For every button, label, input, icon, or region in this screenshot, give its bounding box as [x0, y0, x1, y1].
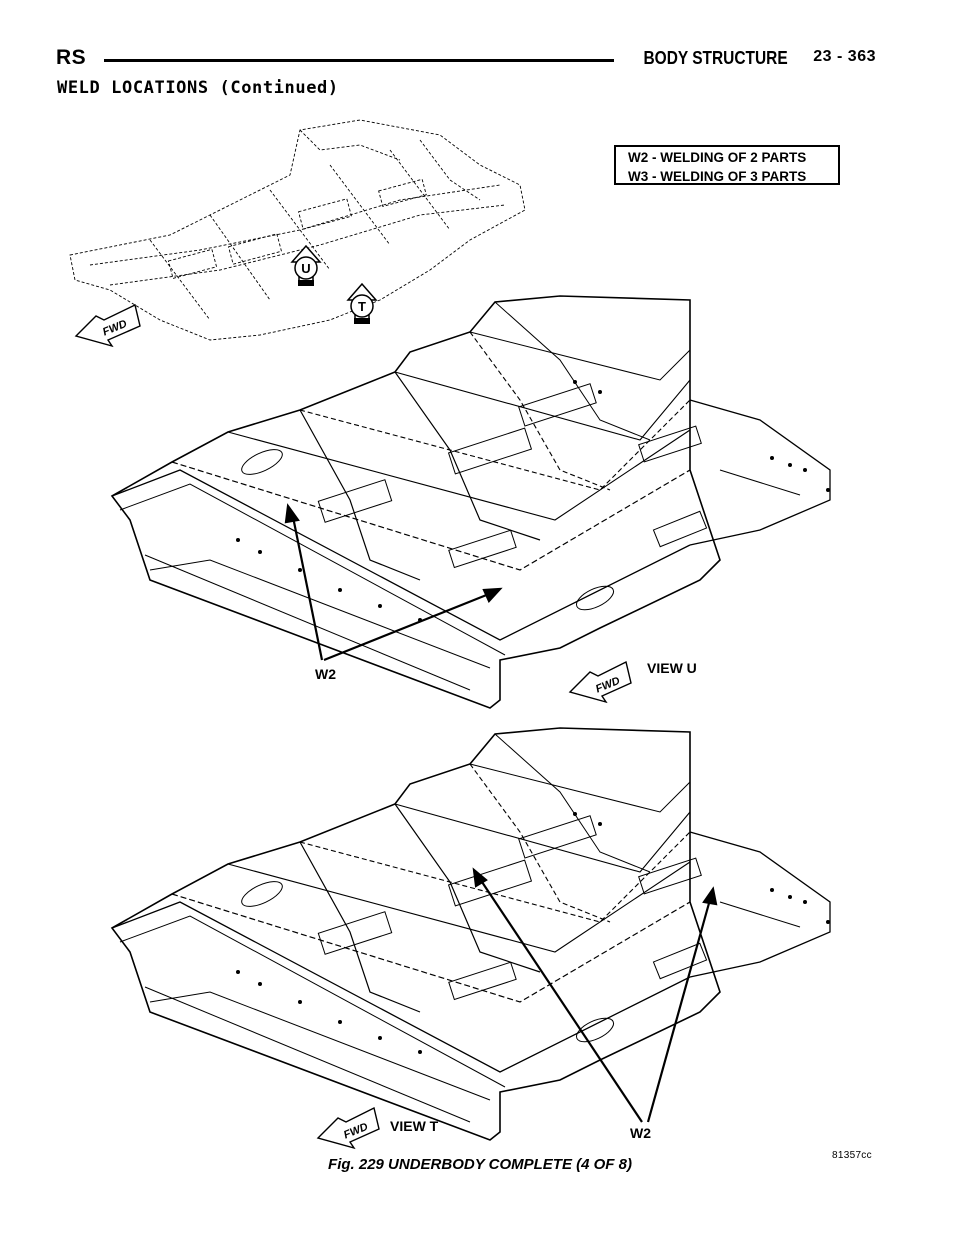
w2-callout-upper: W2: [315, 666, 336, 682]
figure-caption: Fig. 229 UNDERBODY COMPLETE (4 OF 8): [328, 1156, 632, 1173]
page-number: 23 - 363: [813, 48, 876, 65]
w2-callout-lower: W2: [630, 1125, 651, 1141]
view-u-marker: U: [290, 244, 322, 286]
overview-underbody: [69, 119, 526, 341]
figure-code: 81357cc: [832, 1150, 872, 1161]
weld-legend: W2 - WELDING OF 2 PARTS W3 - WELDING OF …: [614, 145, 840, 185]
legend-w2: W2 - WELDING OF 2 PARTS: [628, 150, 807, 165]
header-title: BODY STRUCTURE: [643, 48, 788, 68]
section-code: RS: [56, 46, 87, 69]
view-u-label: VIEW U: [647, 660, 697, 676]
fwd-arrow-view-t: FWD: [316, 1106, 380, 1150]
view-u-floorpan: [111, 295, 831, 709]
header-rule: [104, 59, 614, 62]
fwd-arrow-overview: FWD: [74, 303, 141, 348]
view-t-label: VIEW T: [390, 1118, 439, 1134]
view-u-letter: U: [301, 261, 310, 276]
fwd-arrow-view-u: FWD: [568, 660, 632, 704]
view-t-marker: T: [346, 282, 378, 324]
view-u-w2-leaders: [284, 503, 503, 662]
legend-w3: W3 - WELDING OF 3 PARTS: [628, 169, 807, 184]
view-t-letter: T: [358, 299, 366, 314]
view-t-floorpan: [111, 727, 831, 1141]
page-header: RS BODY STRUCTURE 23 - 363: [56, 44, 876, 74]
view-t-w2-leaders: [472, 867, 718, 1123]
section-title: WELD LOCATIONS (Continued): [57, 78, 339, 98]
